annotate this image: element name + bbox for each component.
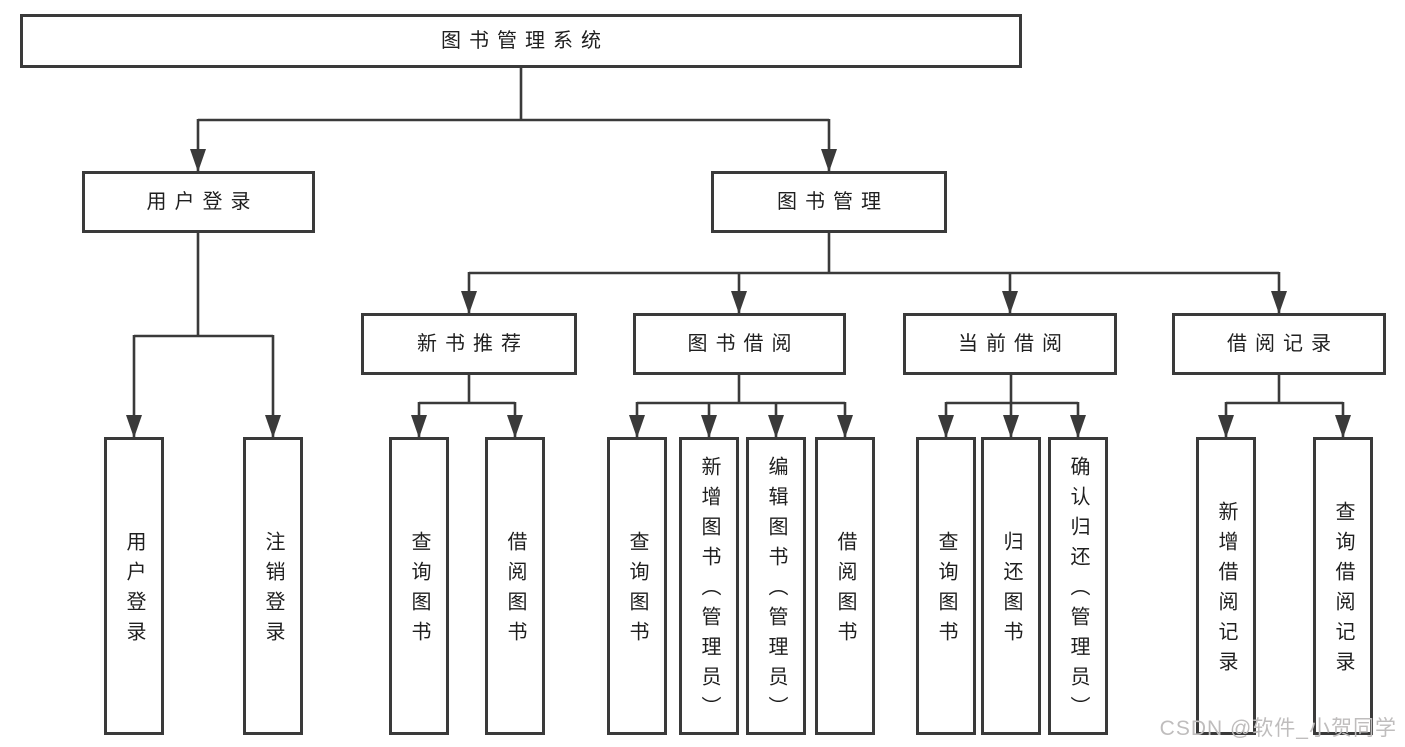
leaf-nb-borrow-book: 借阅图书: [485, 437, 545, 735]
node-book-borrow: 图书借阅: [633, 313, 846, 375]
leaf-cb-query-book-label: 查询图书: [935, 531, 957, 651]
connector-book-borrow-branch: [629, 375, 853, 438]
node-root-label: 图书管理系统: [441, 30, 609, 52]
node-borrow-records: 借阅记录: [1172, 313, 1386, 375]
connector-borrow-record-branch: [1218, 375, 1351, 438]
node-book-management: 图书管理: [711, 171, 947, 233]
leaf-br-query-record: 查询借阅记录: [1313, 437, 1373, 735]
leaf-br-add-record-label: 新增借阅记录: [1215, 501, 1237, 681]
leaf-bb-query-book-label: 查询图书: [626, 531, 648, 651]
leaf-cb-return-book: 归还图书: [981, 437, 1041, 735]
node-current-borrow: 当前借阅: [903, 313, 1117, 375]
leaf-bb-borrow-book-label: 借阅图书: [834, 531, 856, 651]
node-new-book-recommend-label: 新书推荐: [417, 333, 529, 355]
leaf-bb-query-book: 查询图书: [607, 437, 667, 735]
node-user-login-label: 用户登录: [146, 191, 259, 213]
connector-current-borrow-branch: [938, 375, 1086, 438]
connector-book-mgmt-to-level3: [461, 233, 1287, 314]
leaf-nb-query-book-label: 查询图书: [408, 531, 430, 651]
node-new-book-recommend: 新书推荐: [361, 313, 577, 375]
connector-root-to-level2: [190, 68, 837, 172]
leaf-logout-label: 注销登录: [262, 531, 284, 651]
leaf-user-login: 用户登录: [104, 437, 164, 735]
node-borrow-records-label: 借阅记录: [1227, 333, 1339, 355]
leaf-bb-add-book-label: 新增图书（管理员）: [698, 456, 720, 726]
watermark: CSDN @软件_小贺同学: [1159, 717, 1397, 740]
node-current-borrow-label: 当前借阅: [958, 333, 1070, 355]
node-root: 图书管理系统: [20, 14, 1022, 68]
leaf-bb-edit-book-label: 编辑图书（管理员）: [765, 456, 787, 726]
connector-new-book-rec-branch: [411, 375, 523, 438]
leaf-cb-return-book-label: 归还图书: [1000, 531, 1022, 651]
leaf-bb-edit-book: 编辑图书（管理员）: [746, 437, 806, 735]
leaf-nb-borrow-book-label: 借阅图书: [504, 531, 526, 651]
leaf-nb-query-book: 查询图书: [389, 437, 449, 735]
connector-user-login-branch: [126, 233, 281, 438]
leaf-bb-borrow-book: 借阅图书: [815, 437, 875, 735]
leaf-cb-confirm-return-label: 确认归还（管理员）: [1067, 456, 1089, 726]
node-book-management-label: 图书管理: [777, 191, 889, 213]
node-user-login: 用户登录: [82, 171, 315, 233]
leaf-cb-query-book: 查询图书: [916, 437, 976, 735]
leaf-br-query-record-label: 查询借阅记录: [1332, 501, 1354, 681]
leaf-br-add-record: 新增借阅记录: [1196, 437, 1256, 735]
leaf-bb-add-book: 新增图书（管理员）: [679, 437, 739, 735]
node-book-borrow-label: 图书借阅: [687, 333, 800, 355]
leaf-cb-confirm-return: 确认归还（管理员）: [1048, 437, 1108, 735]
leaf-logout: 注销登录: [243, 437, 303, 735]
leaf-user-login-label: 用户登录: [123, 531, 145, 651]
